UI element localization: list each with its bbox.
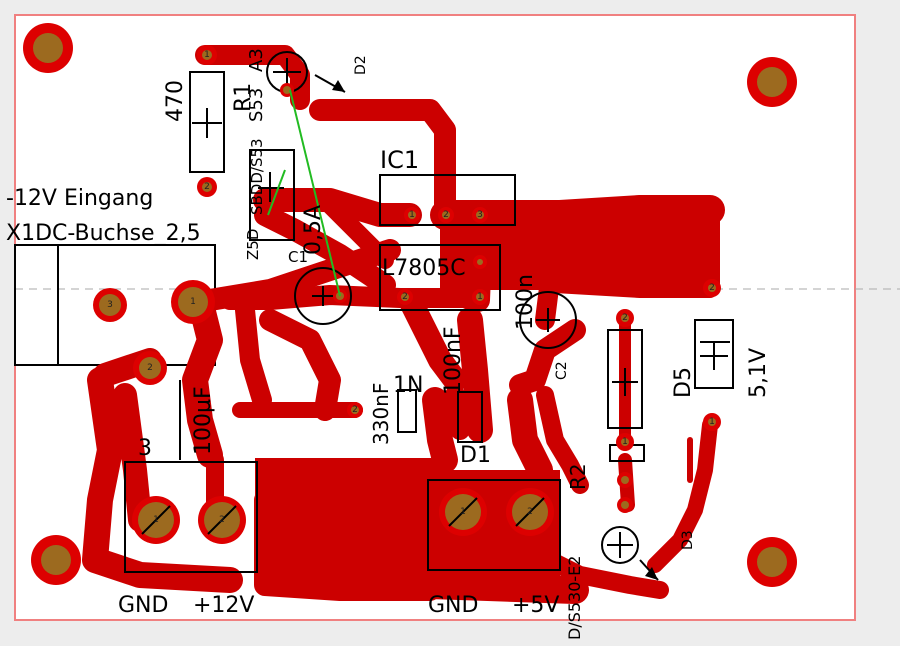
svg-text:2: 2 (204, 182, 210, 192)
trace (398, 288, 467, 392)
cap-100n-outline (519, 291, 577, 349)
terminal-block-input (124, 461, 258, 573)
pads (93, 45, 721, 544)
cap-330n-body (397, 389, 417, 433)
trace (259, 309, 341, 421)
trace (309, 99, 456, 221)
label-gnd-right: GND (428, 593, 478, 618)
label-d3-name: D3 (680, 530, 696, 550)
svg-text:2: 2 (147, 363, 153, 373)
label-c-100n: 100n (513, 274, 538, 330)
svg-text:3: 3 (477, 210, 483, 220)
svg-text:2: 2 (622, 313, 628, 323)
svg-text:2: 2 (709, 283, 715, 293)
label-d2-part2: S53 (246, 88, 267, 122)
label-r2-name: R2 (566, 463, 590, 490)
zener-d5-body (694, 319, 734, 389)
label-fuse-value: 0,5A (301, 205, 326, 255)
trace (82, 367, 243, 593)
trace (509, 319, 586, 396)
svg-text:3: 3 (107, 300, 113, 310)
trace (457, 307, 493, 443)
label-gnd-left: GND (118, 593, 168, 618)
label-c2-name: C2 (554, 361, 570, 380)
trace (536, 386, 589, 494)
label-ic-name: IC1 (380, 146, 419, 174)
svg-text:1: 1 (204, 50, 210, 60)
label-d3-part: D/S530-E2 (565, 556, 584, 640)
fuse-body (249, 149, 295, 241)
svg-text:1: 1 (190, 297, 196, 307)
label-smd-part: SBDD/S53 (248, 138, 266, 215)
svg-text:2: 2 (219, 515, 225, 525)
airwires (267, 89, 341, 297)
pad-numbers: 1 2 3 1 2 1 2 3 2 1 2 2 1 2 1 1 2 1 2 (107, 50, 715, 525)
resistor-r1-body (189, 71, 225, 173)
label-c-100u: 100µF (191, 386, 216, 455)
copper-pour (255, 458, 435, 588)
airwire (289, 89, 341, 297)
label-d1-name: D1 (460, 443, 491, 468)
svg-text:2: 2 (527, 507, 533, 517)
terminal-block-output (427, 479, 561, 571)
trace (220, 285, 490, 310)
label-d5-value: 5,1V (746, 348, 771, 398)
label-c1-name: C1 (288, 248, 308, 266)
diode-d1-body (457, 391, 483, 443)
trace (321, 196, 394, 269)
svg-text:1: 1 (460, 507, 466, 517)
svg-text:1: 1 (709, 417, 715, 427)
svg-text:2: 2 (352, 405, 358, 415)
led-d3-outline (601, 526, 639, 564)
label-plus12: +12V (193, 593, 254, 618)
label-plus5: +5V (512, 593, 559, 618)
svg-text:1: 1 (622, 437, 628, 447)
label-ic-part: L7805C (382, 256, 466, 281)
label-input-line2: X1DC-Buchse_2,5 (6, 221, 201, 246)
label-d2-name: D2 (353, 55, 369, 75)
label-input-line1: -12V Eingang (6, 186, 153, 211)
label-d2-part: A3 (246, 48, 267, 72)
label-d-1n: 1N (393, 373, 423, 398)
trace (182, 287, 223, 468)
airwire (267, 169, 286, 216)
ic1-outline (379, 174, 516, 226)
labels: 470 R1 A3 S53 D2 SBDD/S53 Z5D 0,5A C1 -1… (6, 48, 771, 640)
resistor-r2-body (607, 329, 643, 429)
svg-text:2: 2 (402, 292, 408, 302)
trace (253, 188, 422, 227)
label-conn-in-name: 3 (138, 436, 152, 461)
mounting-holes (23, 23, 797, 587)
trace (422, 387, 458, 473)
label-c-330n: 330nF (369, 383, 393, 445)
label-r-value: 470 (163, 80, 188, 122)
svg-text:1: 1 (409, 210, 415, 220)
label-c-100n-b: 100nF (441, 326, 466, 395)
trace (647, 417, 718, 573)
svg-text:1: 1 (477, 292, 483, 302)
label-r-name: R1 (231, 83, 256, 112)
label-d5-name: D5 (671, 367, 696, 398)
svg-text:2: 2 (443, 210, 449, 220)
label-smd-part2: Z5D (244, 229, 262, 260)
trace (235, 300, 272, 410)
trace (113, 383, 152, 532)
trace (507, 387, 553, 483)
cap-c1-outline (294, 267, 352, 325)
svg-text:1: 1 (153, 515, 159, 525)
